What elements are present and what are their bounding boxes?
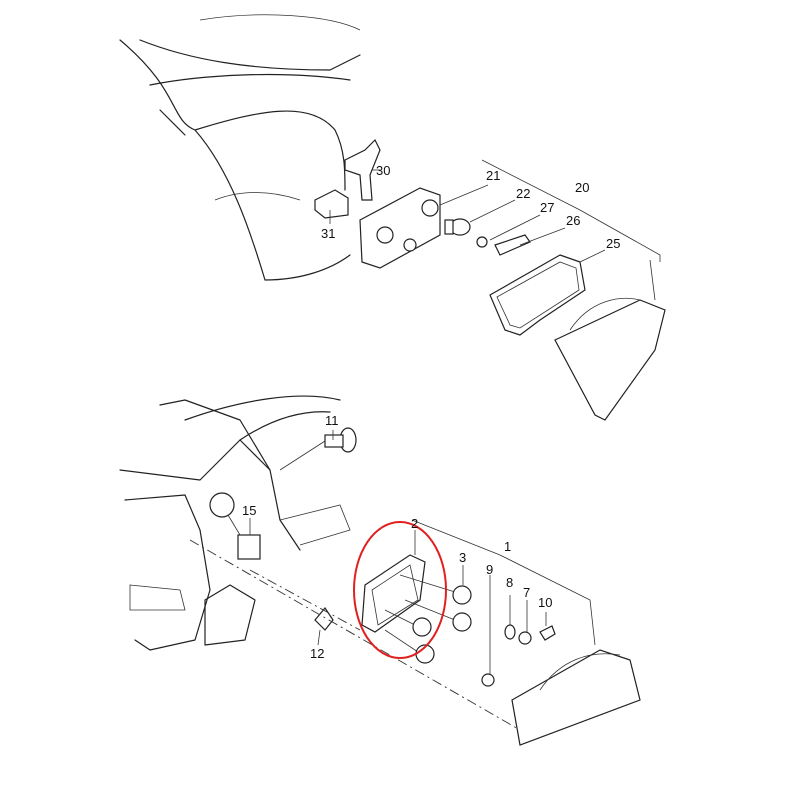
group-bracket-20 <box>481 159 661 262</box>
callout-30: 30 <box>376 163 390 178</box>
group-bracket-1 <box>411 519 596 646</box>
part-15-connector <box>227 514 261 560</box>
callout-12: 12 <box>310 646 324 661</box>
car-body-bottom <box>119 395 351 651</box>
part-8-o-ring <box>504 624 516 640</box>
callout-22: 22 <box>516 186 530 201</box>
callout-10: 10 <box>538 595 552 610</box>
highlight-ellipse <box>353 521 447 659</box>
leader-lines <box>249 169 606 675</box>
car-body-top <box>119 14 361 281</box>
callout-25: 25 <box>606 236 620 251</box>
callout-27: 27 <box>540 200 554 215</box>
part-22-bulb <box>444 218 471 236</box>
part-2-bulb-carrier <box>361 554 426 633</box>
callout-31: 31 <box>321 226 335 241</box>
callout-20: 20 <box>575 180 589 195</box>
callout-2: 2 <box>411 516 418 531</box>
part-10-clip <box>539 625 556 641</box>
part-3-bulbs <box>384 574 472 664</box>
callout-11: 11 <box>325 413 339 428</box>
part-12-clip <box>314 606 334 631</box>
callout-3: 3 <box>459 550 466 565</box>
callout-26: 26 <box>566 213 580 228</box>
callout-8: 8 <box>506 575 513 590</box>
tail-lamp-bottom <box>511 649 641 746</box>
part-7-nut <box>518 631 532 645</box>
part-27-nut <box>476 236 488 248</box>
callout-9: 9 <box>486 562 493 577</box>
part-31-clip <box>314 189 349 219</box>
part-9-plug <box>481 673 495 687</box>
callout-7: 7 <box>523 585 530 600</box>
part-25-gasket <box>489 254 586 336</box>
callout-1: 1 <box>504 539 511 554</box>
assembly-line <box>189 539 521 731</box>
callout-15: 15 <box>242 503 256 518</box>
tail-lamp-top <box>554 259 666 421</box>
part-26-clip <box>494 234 531 256</box>
part-30-bracket <box>344 138 381 201</box>
callout-21: 21 <box>486 168 500 183</box>
part-11-grommet <box>279 427 357 471</box>
part-21-bulb-holder <box>359 187 441 269</box>
